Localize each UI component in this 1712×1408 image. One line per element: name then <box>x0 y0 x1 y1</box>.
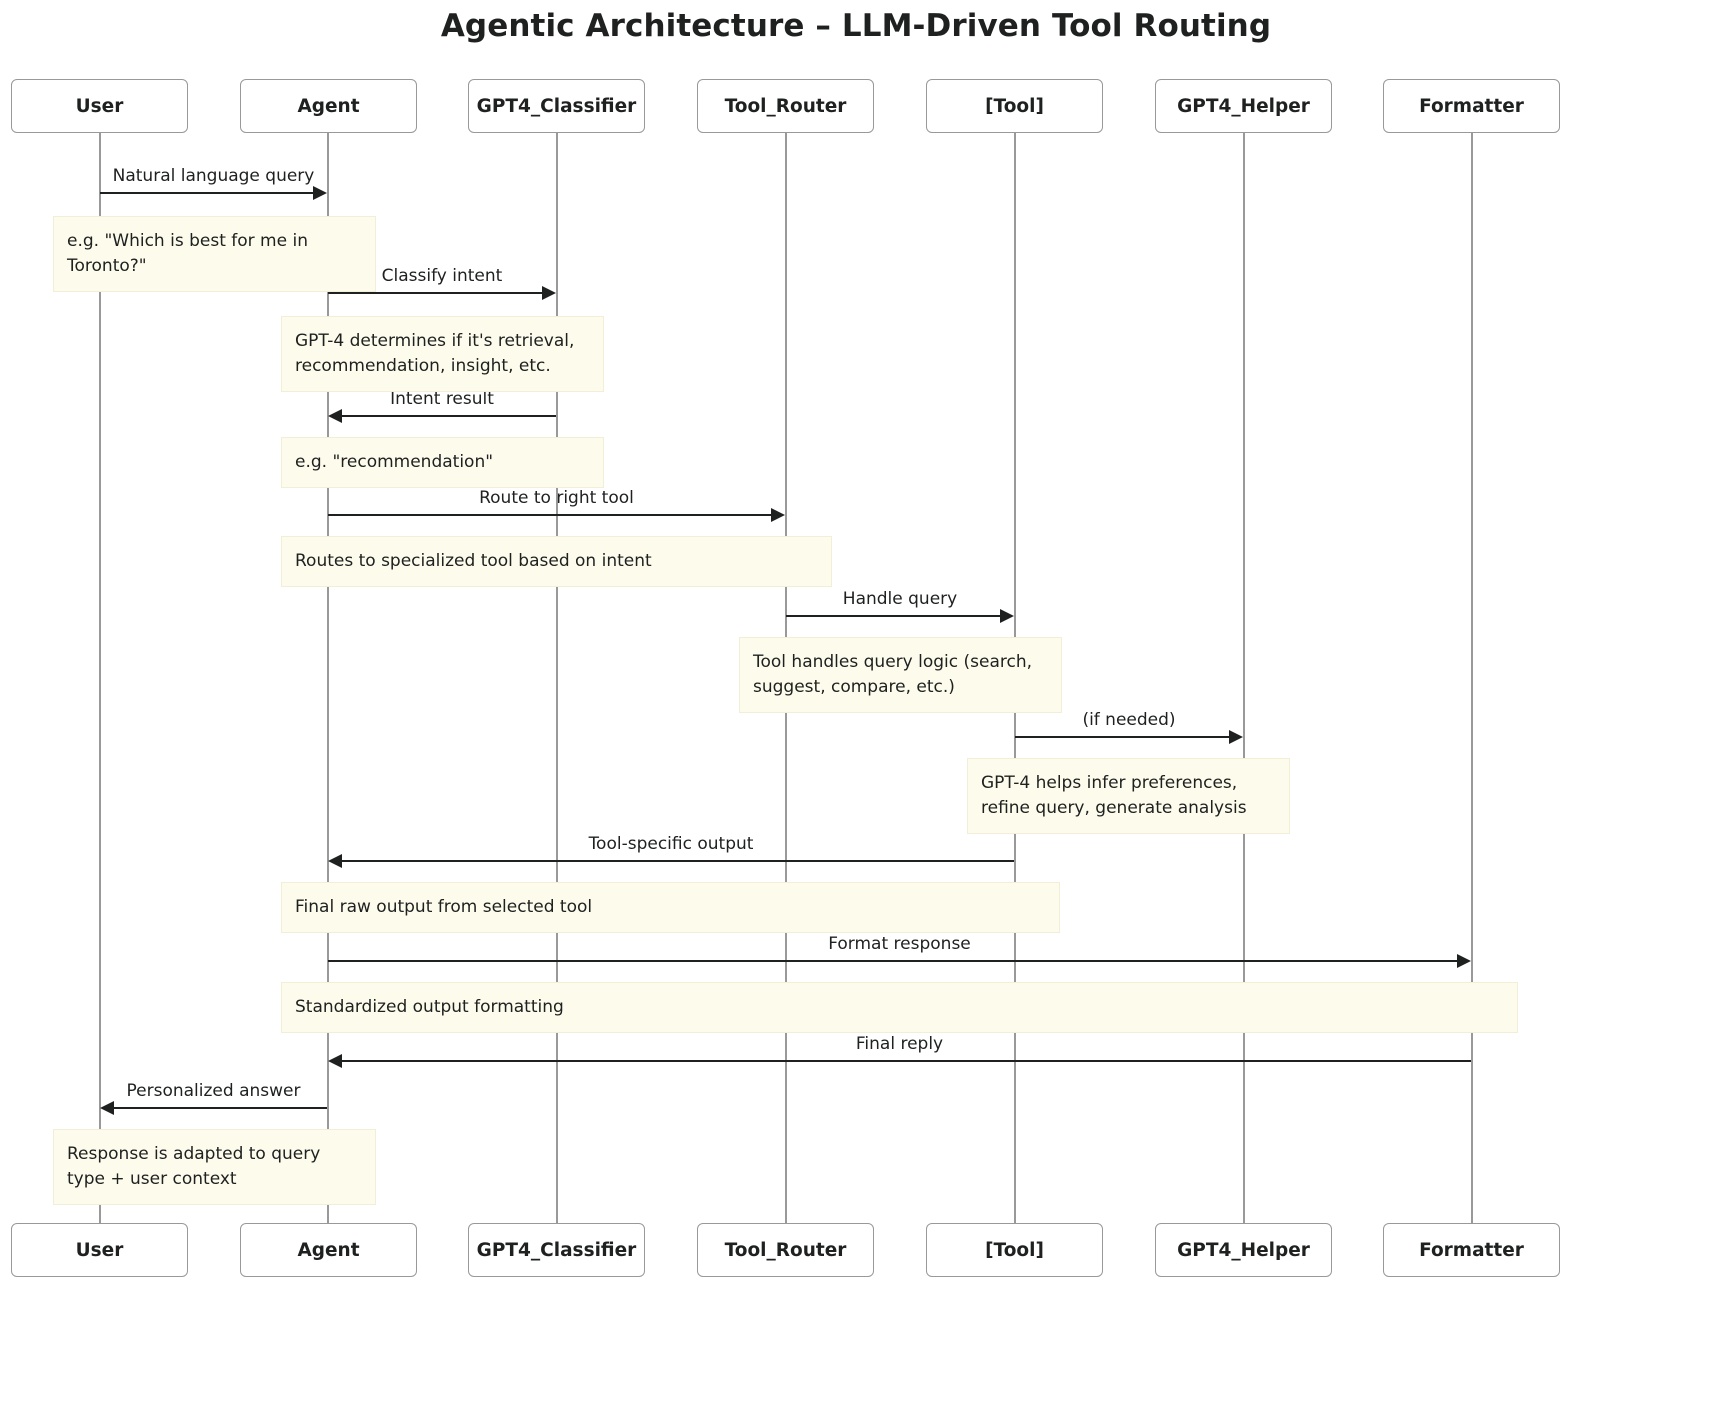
lifeline-formatter <box>1471 133 1473 1225</box>
note-agent-standardized-formatting: Standardized output formatting <box>281 982 1518 1033</box>
message-label-route-to-right-tool: Route to right tool <box>479 488 634 508</box>
message-label-format-response: Format response <box>828 934 971 954</box>
note-agent-intent-example: e.g. "recommendation" <box>281 437 604 488</box>
message-label-final-reply: Final reply <box>855 1034 944 1054</box>
note-gpt4-helper-role: GPT-4 helps infer preferences, refine qu… <box>967 758 1290 834</box>
note-text: GPT-4 determines if it's retrieval, reco… <box>295 331 575 376</box>
actor-bottom-tool-router[interactable]: Tool_Router <box>697 1223 874 1277</box>
note-user-response-adaptation: Response is adapted to query type + user… <box>53 1129 376 1205</box>
actor-label: Agent <box>297 95 360 117</box>
note-text: GPT-4 helps infer preferences, refine qu… <box>981 773 1247 818</box>
actor-top-gpt4-classifier[interactable]: GPT4_Classifier <box>468 79 645 133</box>
actor-bottom-user[interactable]: User <box>11 1223 188 1277</box>
note-tool-query-logic: Tool handles query logic (search, sugges… <box>739 637 1062 713</box>
lifeline-gpt4-classifier <box>556 133 558 1225</box>
actor-top-formatter[interactable]: Formatter <box>1383 79 1560 133</box>
message-label-tool-specific-output: Tool-specific output <box>588 834 754 854</box>
note-text: Response is adapted to query type + user… <box>67 1144 321 1189</box>
actor-bottom-gpt4-helper[interactable]: GPT4_Helper <box>1155 1223 1332 1277</box>
actor-bottom-tool[interactable]: [Tool] <box>926 1223 1103 1277</box>
lifeline-gpt4-helper <box>1243 133 1245 1225</box>
actor-label: Formatter <box>1419 1239 1524 1261</box>
actor-label: [Tool] <box>985 1239 1044 1261</box>
note-text: Routes to specialized tool based on inte… <box>295 551 652 571</box>
actor-label: Agent <box>297 1239 360 1261</box>
actor-label: GPT4_Helper <box>1177 95 1310 117</box>
note-agent-routing-explanation: Routes to specialized tool based on inte… <box>281 536 832 587</box>
actor-bottom-gpt4-classifier[interactable]: GPT4_Classifier <box>468 1223 645 1277</box>
actor-label: GPT4_Helper <box>1177 1239 1310 1261</box>
actor-label: GPT4_Classifier <box>476 95 637 117</box>
note-text: Final raw output from selected tool <box>295 897 593 917</box>
note-text: e.g. "Which is best for me in Toronto?" <box>67 231 308 276</box>
message-label-if-needed: (if needed) <box>1082 710 1176 730</box>
actor-bottom-agent[interactable]: Agent <box>240 1223 417 1277</box>
lifeline-user <box>99 133 101 1225</box>
actor-label: User <box>75 1239 124 1261</box>
message-label-classify-intent: Classify intent <box>381 266 503 286</box>
actor-label: Tool_Router <box>724 95 847 117</box>
actor-label: GPT4_Classifier <box>476 1239 637 1261</box>
note-text: e.g. "recommendation" <box>295 452 494 472</box>
note-user-example-query: e.g. "Which is best for me in Toronto?" <box>53 216 376 292</box>
note-text: Tool handles query logic (search, sugges… <box>753 652 1032 697</box>
actor-label: User <box>75 95 124 117</box>
message-label-intent-result: Intent result <box>390 389 494 409</box>
actor-label: [Tool] <box>985 95 1044 117</box>
note-agent-final-raw-output: Final raw output from selected tool <box>281 882 1060 933</box>
message-label-natural-language-query: Natural language query <box>112 166 315 186</box>
note-agent-intent-determination: GPT-4 determines if it's retrieval, reco… <box>281 316 604 392</box>
lifeline-agent <box>327 133 329 1225</box>
actor-top-user[interactable]: User <box>11 79 188 133</box>
actor-bottom-formatter[interactable]: Formatter <box>1383 1223 1560 1277</box>
actor-label: Tool_Router <box>724 1239 847 1261</box>
actor-top-tool-router[interactable]: Tool_Router <box>697 79 874 133</box>
message-label-handle-query: Handle query <box>842 589 958 609</box>
actor-label: Formatter <box>1419 95 1524 117</box>
note-text: Standardized output formatting <box>295 997 564 1017</box>
actor-top-gpt4-helper[interactable]: GPT4_Helper <box>1155 79 1332 133</box>
message-label-personalized-answer: Personalized answer <box>126 1081 301 1101</box>
actor-top-tool[interactable]: [Tool] <box>926 79 1103 133</box>
diagram-title: Agentic Architecture – LLM-Driven Tool R… <box>440 8 1272 44</box>
actor-top-agent[interactable]: Agent <box>240 79 417 133</box>
